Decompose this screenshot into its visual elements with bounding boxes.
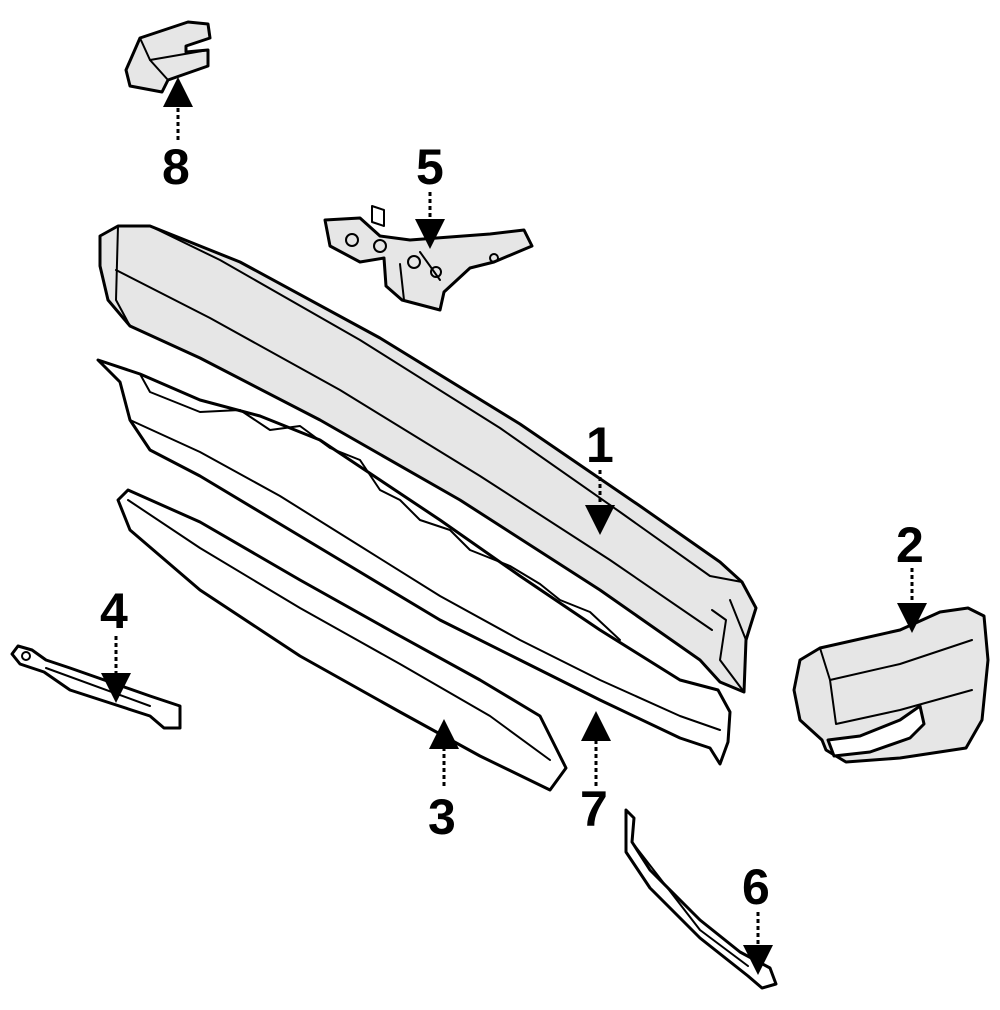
part-5-bracket: [323, 205, 534, 312]
callout-1: 1: [586, 417, 614, 473]
callout-5: 5: [416, 139, 444, 195]
part-1-bumper-bar: [98, 224, 758, 694]
part-8-bracket: [124, 20, 212, 94]
callout-2: 2: [896, 517, 924, 573]
part-3-strip: [116, 488, 568, 792]
part-7-reinforcement: [96, 358, 732, 766]
callout-7: 7: [580, 781, 608, 837]
part-4-bracket: [10, 644, 182, 730]
callout-6: 6: [742, 859, 770, 915]
callout-8: 8: [162, 139, 190, 195]
part-2-end-cap: [792, 606, 990, 764]
callout-4: 4: [100, 583, 128, 639]
callout-3: 3: [428, 789, 456, 845]
